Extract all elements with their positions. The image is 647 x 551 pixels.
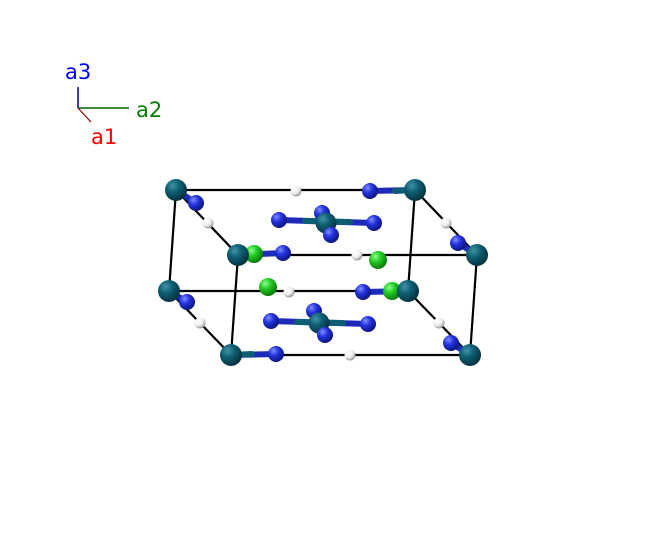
hydrogen-atom xyxy=(283,286,295,298)
axis-triad xyxy=(77,87,129,123)
nitrogen-atom xyxy=(275,245,291,261)
a1-axis-line xyxy=(77,107,92,123)
nitrogen-atom xyxy=(188,195,204,211)
nitrogen-atom xyxy=(362,183,378,199)
hydrogen-atom xyxy=(440,217,452,229)
metal-atom xyxy=(158,280,180,302)
nitrogen-atom xyxy=(179,294,195,310)
nitrogen-atom xyxy=(271,212,287,228)
metal-atom xyxy=(220,344,242,366)
atoms xyxy=(158,179,488,366)
chlorine-atom xyxy=(259,278,277,296)
nitrogen-atom xyxy=(355,284,371,300)
metal-atom xyxy=(397,280,419,302)
chlorine-atom xyxy=(245,245,263,263)
nitrogen-atom xyxy=(317,327,333,343)
hydrogen-atom xyxy=(433,317,445,329)
a2-axis-label: a2 xyxy=(136,98,163,122)
nitrogen-atom xyxy=(450,235,466,251)
metal-atom xyxy=(466,244,488,266)
hydrogen-atom xyxy=(344,349,356,361)
chlorine-atom xyxy=(383,282,401,300)
metal-atom xyxy=(165,179,187,201)
metal-atom xyxy=(404,179,426,201)
nitrogen-atom xyxy=(268,346,284,362)
metal-atom xyxy=(227,244,249,266)
nitrogen-atom xyxy=(366,215,382,231)
nitrogen-atom xyxy=(263,313,279,329)
nitrogen-atom xyxy=(323,227,339,243)
hydrogen-atom xyxy=(194,317,206,329)
hydrogen-atom xyxy=(351,249,363,261)
hydrogen-atom xyxy=(290,185,302,197)
metal-atom xyxy=(459,344,481,366)
chlorine-atom xyxy=(369,251,387,269)
nitrogen-atom xyxy=(360,316,376,332)
nitrogen-atom xyxy=(443,335,459,351)
a3-axis-label: a3 xyxy=(65,60,92,84)
a1-axis-label: a1 xyxy=(91,125,118,149)
hydrogen-atom xyxy=(202,217,214,229)
